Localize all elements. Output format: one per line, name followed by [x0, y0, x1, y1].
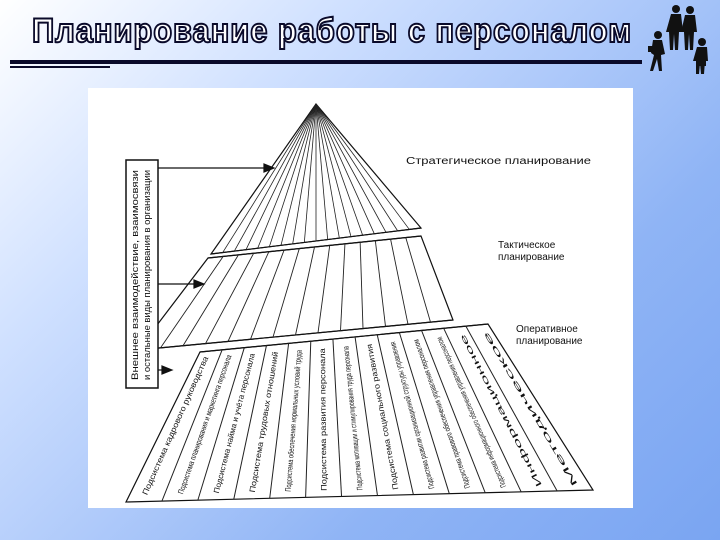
- strategic-fan-line: [315, 103, 364, 236]
- pyramid-diagram: Внешнее взаимодействие, взаимосвязи и ос…: [125, 103, 595, 503]
- business-people-icon: [648, 5, 708, 74]
- operational-strip-line: [465, 325, 558, 492]
- strategic-fan-line: [233, 103, 317, 252]
- tactical-strip-line: [227, 251, 270, 342]
- side-box-line1: Внешнее взаимодействие, взаимосвязи: [130, 170, 140, 380]
- tactical-strip-line: [359, 242, 364, 329]
- tactical-strip-line: [405, 237, 431, 323]
- strategic-fan-line: [315, 103, 375, 234]
- tactical-strip-line: [205, 253, 255, 344]
- title-underline-accent: [10, 66, 110, 68]
- tactical-strip-line: [317, 245, 331, 333]
- tactical-strip-line: [250, 249, 285, 340]
- operational-strip-line: [354, 336, 378, 496]
- strategic-fan-line: [292, 103, 317, 244]
- tactical-strip-line: [340, 243, 346, 331]
- arrow-tactical: [193, 279, 206, 289]
- label-tactical-line2: планирование: [498, 252, 565, 263]
- slide-title: Планирование работы с персоналом: [31, 11, 632, 51]
- operational-strip-line: [269, 343, 290, 499]
- diagram-panel: Внешнее взаимодействие, взаимосвязи и ос…: [88, 88, 633, 508]
- operational-strip-line: [305, 341, 312, 498]
- side-box-line2: и остальные виды планирования в организа…: [142, 170, 152, 380]
- strategic-fan-line: [303, 103, 317, 243]
- label-tactical-line1: Тактическое: [498, 240, 556, 251]
- strategic-fan-line: [315, 103, 352, 237]
- external-interaction-box: [125, 159, 159, 389]
- label-operational-line1: Оперативное: [516, 324, 578, 335]
- subsystem-label: Подсистема развития персонала: [318, 348, 329, 491]
- tactical-strip-line: [160, 256, 224, 349]
- label-operational-line2: планирование: [516, 336, 583, 347]
- operational-strip-line: [197, 347, 245, 501]
- operational-strip-line: [421, 330, 486, 493]
- strategic-fan-line: [315, 103, 387, 233]
- operational-strip-line: [443, 328, 522, 493]
- strategic-fan-line: [268, 103, 317, 247]
- strategic-fan-line: [222, 103, 317, 253]
- operational-strip-line: [332, 339, 343, 497]
- tactical-strip-line: [390, 239, 409, 325]
- strategic-fan-line: [315, 103, 399, 232]
- title-underline: [10, 60, 642, 64]
- operational-strip-line: [398, 332, 450, 494]
- strategic-fan-line: [245, 103, 317, 250]
- strategic-fan-line: [315, 103, 410, 230]
- strategic-fan-line: [257, 103, 317, 249]
- slide-title-text: Планирование работы с персоналом: [32, 12, 632, 50]
- operational-strip-line: [161, 349, 223, 502]
- label-strategic: Стратегическое планирование: [406, 156, 592, 167]
- arrow-operational: [161, 365, 174, 375]
- tactical-strip-line: [272, 248, 300, 338]
- operational-strip-line: [233, 345, 267, 500]
- strategic-fan-line: [315, 103, 340, 239]
- strategic-fan-line: [280, 103, 317, 246]
- tactical-strip-line: [182, 254, 239, 346]
- arrow-strategic: [263, 163, 276, 173]
- tactical-strip-line: [295, 246, 315, 336]
- strategic-fan-line: [315, 103, 329, 240]
- operational-strip-line: [376, 334, 414, 495]
- tactical-strip-line: [374, 240, 386, 327]
